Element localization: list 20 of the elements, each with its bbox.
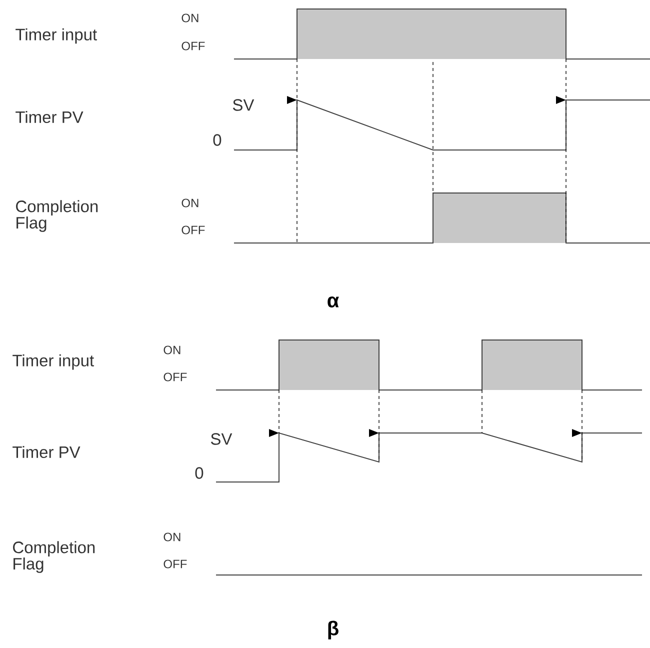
state-label: ON <box>164 532 180 542</box>
signal-label: Timer input <box>16 28 97 44</box>
state-label: OFF <box>164 560 187 568</box>
state-label: ON <box>164 346 180 354</box>
signal-label: Timer PV <box>16 110 84 124</box>
value-label: 0 <box>213 134 222 146</box>
signal-label: Timer input <box>12 354 94 370</box>
value-label: SV <box>210 433 232 445</box>
signal-label: Completion Flag <box>13 541 95 573</box>
signal-label: Completion Flag <box>16 200 98 232</box>
signal-label: Timer PV <box>12 446 80 458</box>
panel-label: α <box>328 296 339 308</box>
state-label: OFF <box>182 226 205 234</box>
value-label: SV <box>232 99 254 111</box>
state-label: ON <box>182 14 198 22</box>
state-label: ON <box>182 198 198 208</box>
panel-label: β <box>328 620 338 640</box>
state-label: OFF <box>164 372 187 382</box>
value-label: 0 <box>195 467 204 479</box>
state-label: OFF <box>182 42 205 50</box>
